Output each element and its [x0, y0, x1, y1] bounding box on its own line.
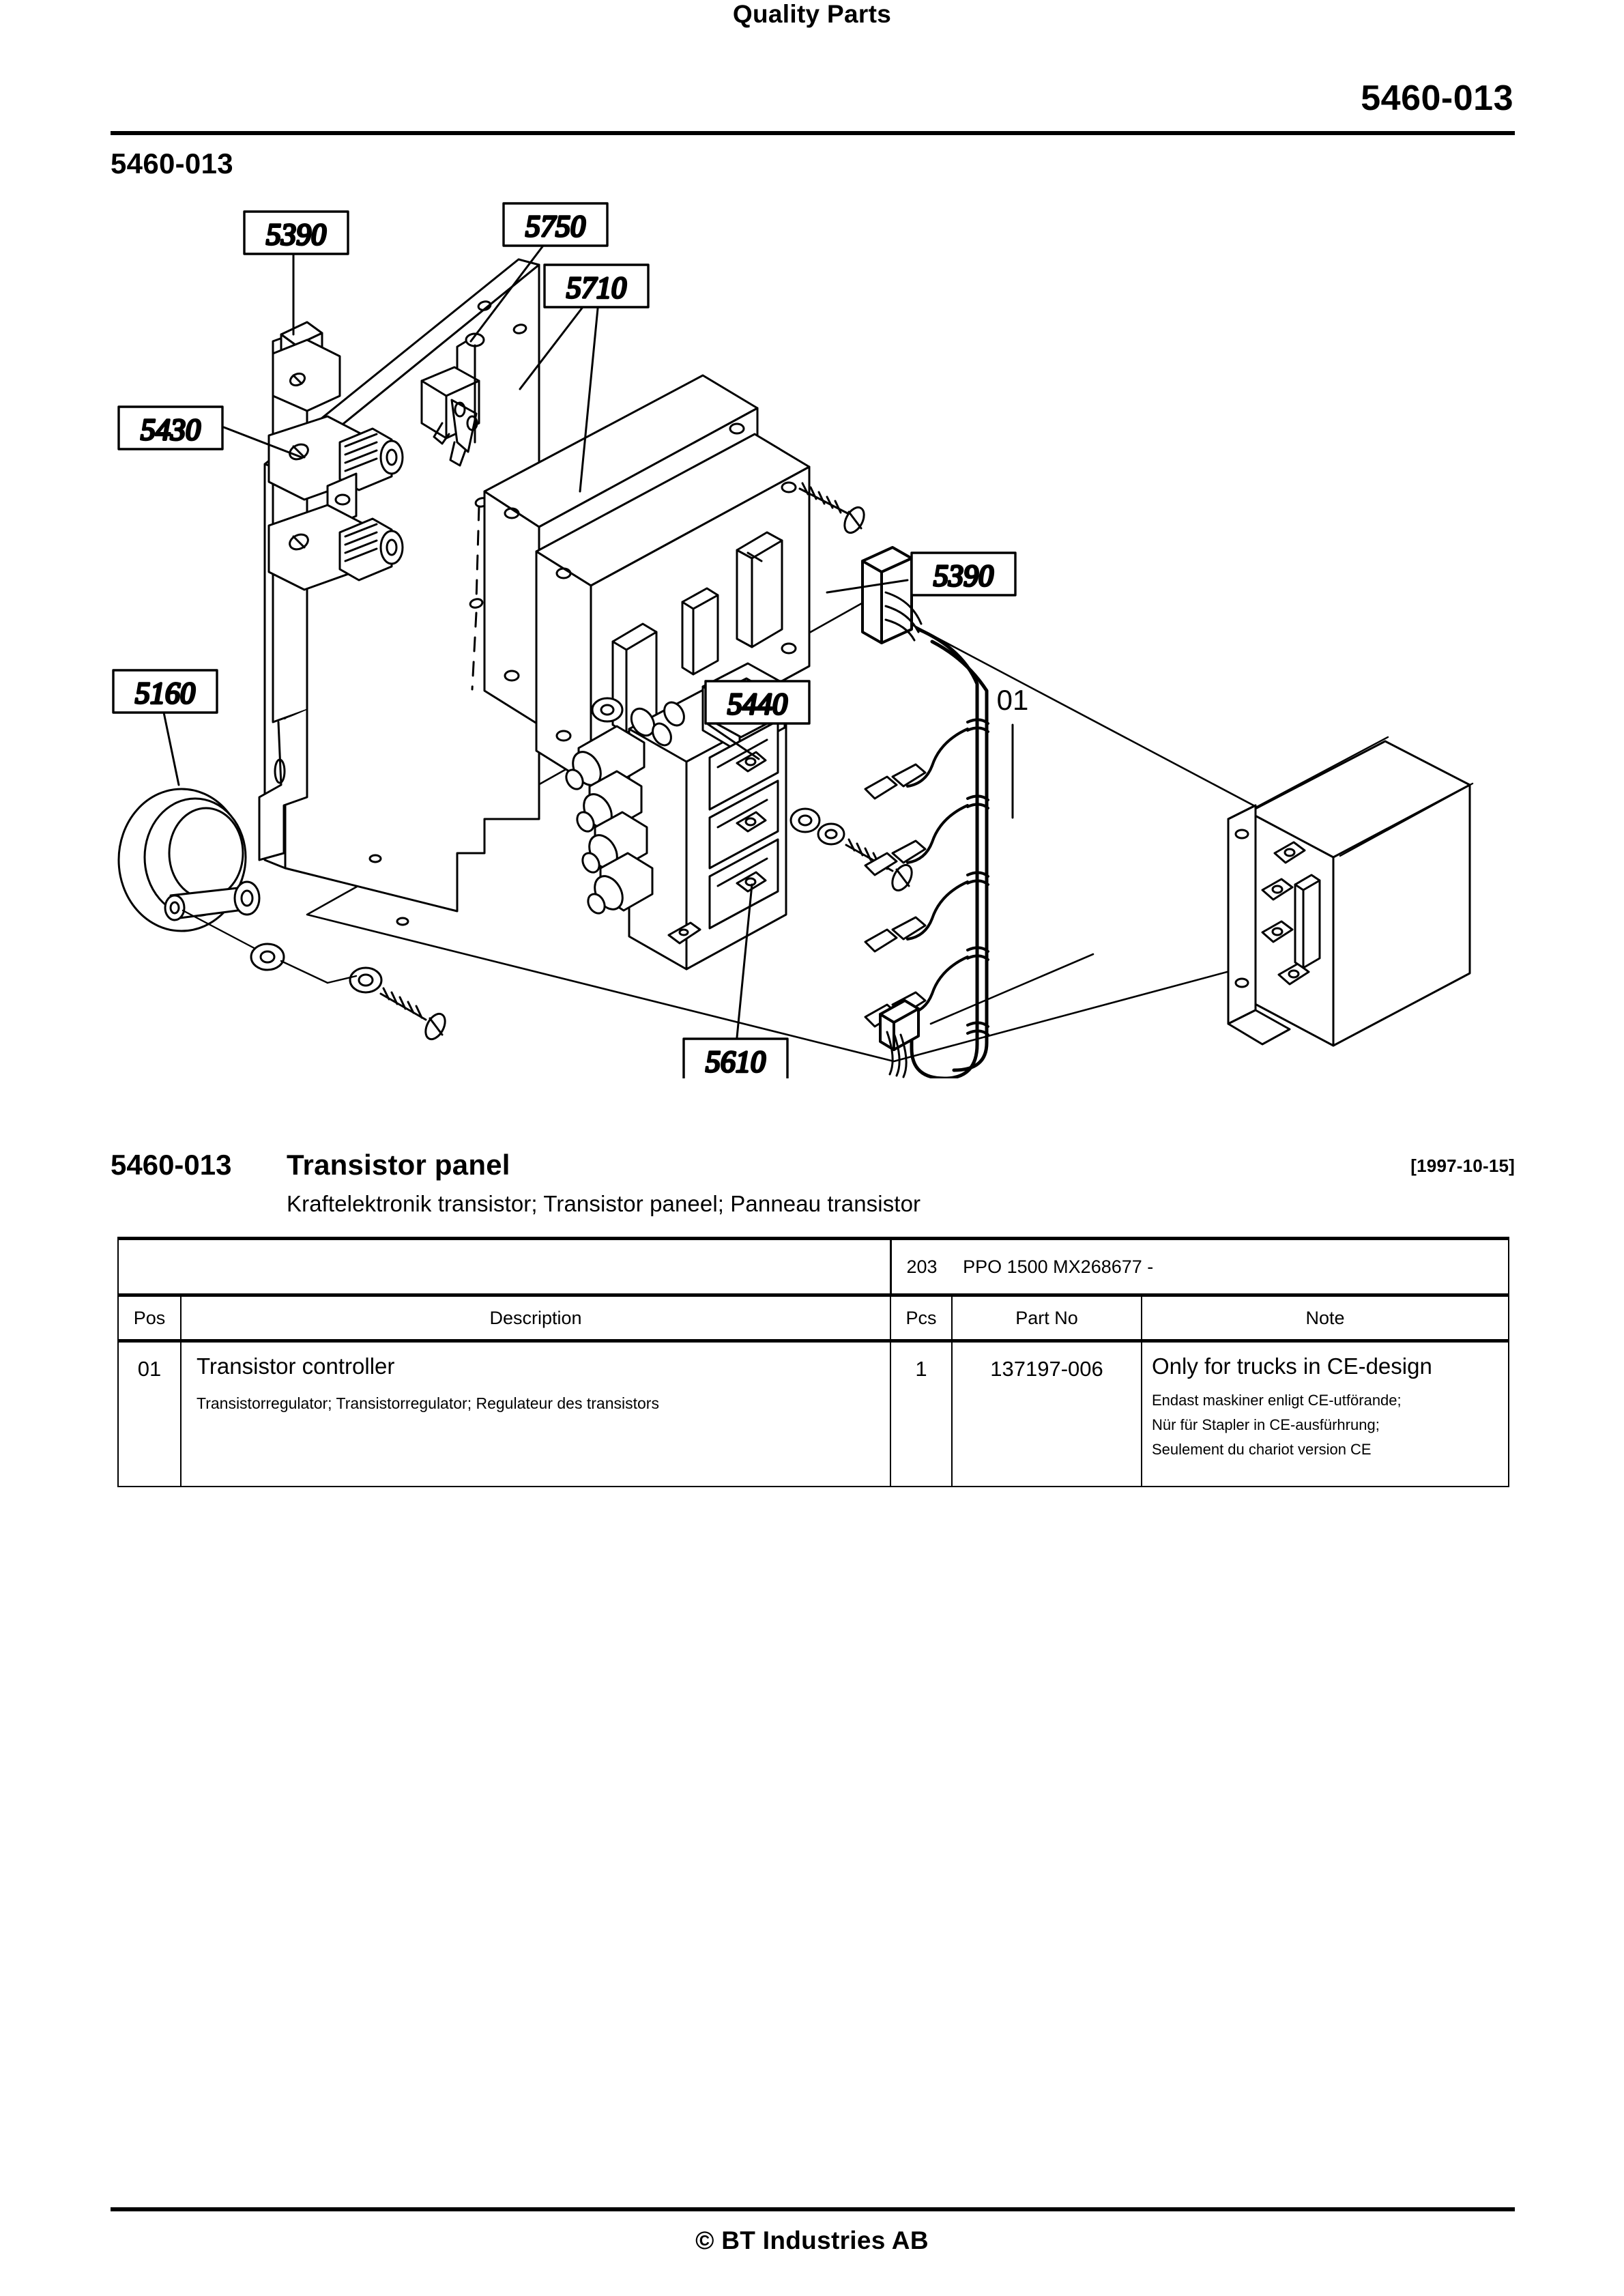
page-header-title: Quality Parts [732, 0, 892, 28]
row-note-translations: Endast maskiner enligt CE-utförande; Nür… [1142, 1380, 1508, 1461]
parts-title-block: 5460-013 Transistor panel [1997-10-15] K… [111, 1149, 1515, 1231]
part-5160-key-switch [117, 788, 261, 951]
row-description: Transistor controller [197, 1353, 395, 1379]
callout-pos-01: 01 [997, 684, 1029, 716]
part-01-transistor-controller [1227, 736, 1474, 1047]
parts-title-code: 5460-013 [111, 1149, 232, 1181]
part-5390-wiring-harness [861, 546, 1094, 1078]
footer-copyright: © BT Industries AB [695, 2226, 929, 2254]
row-description-translations: Transistorregulator; Transistorregulator… [197, 1394, 659, 1413]
cell-pos: 01 [117, 1340, 182, 1487]
page-header-code: 5460-013 [1361, 78, 1513, 118]
callout-boxes: 5390 5750 5710 5430 5390 5160 [112, 202, 1029, 1078]
callout-5390-top: 5390 [243, 210, 349, 255]
cell-note: Only for trucks in CE-design Endast mask… [1140, 1340, 1510, 1487]
footer-divider [111, 2207, 1515, 2211]
callout-leader-lines [162, 244, 1014, 1039]
cell-part-no: 137197-006 [951, 1340, 1142, 1487]
spec-serial-range: 268677 - [1080, 1256, 1154, 1277]
parts-revision-date: [1997-10-15] [1410, 1156, 1515, 1176]
contactor-terminal-studs [565, 701, 685, 915]
column-header-description: Description [180, 1294, 891, 1343]
column-header-pos: Pos [117, 1294, 182, 1343]
spec-blank-cell [117, 1237, 892, 1297]
spec-model-code: 203 [906, 1256, 938, 1277]
model-spec-row: 203 PPO 1500 MX 268677 - [117, 1237, 1510, 1297]
row-note-translation-de: Nür für Stapler in CE-ausfürhrung; [1152, 1416, 1380, 1433]
callout-5750: 5750 [502, 202, 609, 247]
header-divider [111, 131, 1515, 135]
spec-model-name: PPO 1500 MX [963, 1256, 1081, 1277]
cell-pcs: 1 [890, 1340, 953, 1487]
callout-5160: 5160 [112, 669, 218, 714]
column-header-pcs: Pcs [890, 1294, 953, 1343]
parts-table: 203 PPO 1500 MX 268677 - Pos Description… [117, 1237, 1510, 1487]
row-pcs-value: 1 [915, 1357, 927, 1381]
parts-table-wrapper: 203 PPO 1500 MX 268677 - Pos Description… [117, 1237, 1510, 1487]
row-part-no-value: 137197-006 [990, 1357, 1103, 1381]
exploded-parts-diagram: 5390 5750 5710 5430 5390 5160 [102, 171, 1549, 1078]
callout-5430: 5430 [117, 405, 224, 450]
svg-text:5430: 5430 [141, 413, 201, 446]
row-note-translation-fr: Seulement du chariot version CE [1152, 1440, 1372, 1458]
callout-5710: 5710 [543, 263, 650, 308]
svg-text:5390: 5390 [933, 559, 994, 592]
spec-model-cell: 203 PPO 1500 MX 268677 - [889, 1237, 1510, 1297]
callout-5390-right: 5390 [910, 551, 1017, 597]
row-pos-value: 01 [137, 1357, 162, 1381]
fastener-screw-5710 [798, 482, 865, 534]
parts-title-subtitle: Kraftelektronik transistor; Transistor p… [287, 1191, 921, 1216]
svg-text:01: 01 [997, 684, 1029, 716]
callout-5610: 5610 [682, 1037, 789, 1078]
svg-text:5610: 5610 [706, 1045, 766, 1078]
row-note-translation-sv: Endast maskiner enligt CE-utförande; [1152, 1392, 1402, 1409]
part-5390-top-bracket [272, 321, 341, 412]
washer-upper [591, 697, 624, 723]
svg-text:5750: 5750 [525, 210, 585, 243]
transistor-packages [611, 531, 783, 734]
table-header-row: Pos Description Pcs Part No Note [117, 1294, 1510, 1343]
column-header-part-no: Part No [951, 1294, 1142, 1343]
harness-branch-terminals [864, 728, 969, 1028]
svg-text:5440: 5440 [727, 687, 787, 721]
column-header-note: Note [1140, 1294, 1510, 1343]
row-note: Only for trucks in CE-design [1152, 1353, 1432, 1379]
svg-text:5390: 5390 [266, 218, 326, 251]
callout-5440: 5440 [704, 680, 811, 725]
fastener-washer-screw-panel [326, 966, 446, 1041]
svg-text:5160: 5160 [135, 676, 195, 710]
svg-text:5710: 5710 [566, 271, 626, 304]
part-5750-microswitch [420, 332, 485, 467]
parts-title-name: Transistor panel [287, 1149, 510, 1181]
part-5430-terminal-blocks [267, 415, 404, 591]
cable-ties [966, 718, 989, 1036]
section-code: 5460-013 [111, 147, 233, 180]
table-row: 01 Transistor controller Transistorregul… [117, 1340, 1510, 1487]
contactor-front-panels [708, 719, 779, 930]
cell-description: Transistor controller Transistorregulato… [180, 1340, 891, 1487]
washer-switch [250, 943, 329, 984]
